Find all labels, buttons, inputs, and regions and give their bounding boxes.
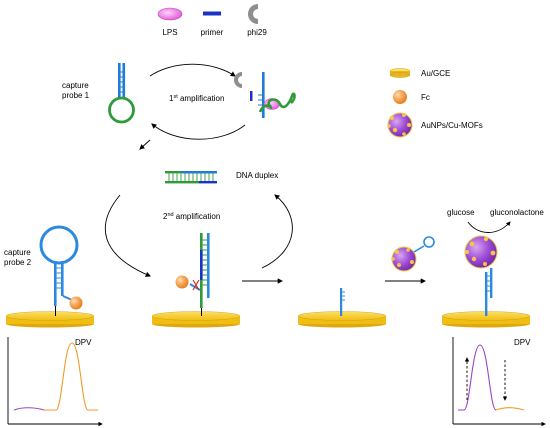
legend-phi29-label: phi29 bbox=[247, 28, 267, 37]
phi29-on-primer-icon bbox=[234, 72, 242, 88]
second-amp-arrow-left bbox=[105, 194, 151, 277]
ferrocene-released bbox=[175, 275, 189, 289]
dpv-right-label: DPV bbox=[514, 338, 531, 347]
gluconolactone-label: gluconolactone bbox=[490, 208, 544, 217]
dpv-left-label: DPV bbox=[75, 338, 92, 347]
legend-primer-label: primer bbox=[201, 28, 224, 37]
right-legend: Au/GCE Fc AuNPs/Cu-MOFs bbox=[387, 68, 483, 138]
dna-duplex-label: DNA duplex bbox=[236, 171, 278, 180]
ferrocene-on-probe-2 bbox=[69, 296, 83, 310]
amplification-complex bbox=[234, 72, 296, 118]
legend-electrode-label: Au/GCE bbox=[421, 69, 450, 78]
phi29-icon bbox=[248, 4, 258, 24]
legend-lps-label: LPS bbox=[162, 28, 177, 37]
oxidation-arrow bbox=[467, 221, 511, 233]
dpv-right-orange-trace bbox=[495, 407, 525, 411]
dpv-plot-right: DPV bbox=[452, 337, 546, 427]
dpv-left-orange-trace bbox=[44, 342, 98, 411]
top-legend: LPS primer phi29 bbox=[157, 4, 267, 37]
cycle-arrow-top bbox=[149, 63, 236, 77]
legend-mof-label: AuNPs/Cu-MOFs bbox=[421, 121, 483, 130]
glucose-label: glucose bbox=[447, 208, 475, 217]
primer-icon bbox=[203, 11, 221, 16]
electrode-2 bbox=[151, 311, 241, 328]
capture-probe-1 bbox=[108, 63, 135, 124]
capture-probe-1-label-line1: capture bbox=[62, 81, 89, 90]
dpv-plot-left: DPV bbox=[7, 337, 103, 427]
cleavage-x-icon bbox=[192, 279, 200, 291]
hybridized-duplex-on-electrode-2 bbox=[175, 233, 210, 316]
arrow-to-duplex bbox=[139, 139, 151, 150]
legend-fc-label: Fc bbox=[421, 93, 430, 102]
second-amp-arrow-right bbox=[261, 194, 293, 269]
second-amplification-label: 2nd amplification bbox=[163, 212, 220, 221]
mof-bound-probe bbox=[464, 235, 498, 316]
cycle-arrow-bottom bbox=[151, 123, 246, 140]
dna-duplex bbox=[165, 171, 217, 184]
lps-icon bbox=[157, 7, 183, 21]
first-amplification-cycle: capture probe 1 1st amplification bbox=[62, 63, 296, 140]
mof-icon bbox=[387, 112, 413, 138]
cleaved-stub bbox=[340, 288, 345, 316]
mof-probe-conjugate bbox=[391, 236, 435, 272]
capture-probe-1-label-line2: probe 1 bbox=[62, 91, 90, 100]
electrode-1 bbox=[5, 311, 95, 328]
first-amplification-label: 1st amplification bbox=[169, 94, 224, 103]
dpv-left-purple-trace bbox=[13, 407, 45, 411]
dpv-right-purple-trace bbox=[458, 344, 497, 411]
ferrocene-icon bbox=[393, 90, 407, 104]
capture-probe-2-label-line1: capture bbox=[4, 248, 31, 257]
capture-probe-2 bbox=[39, 225, 83, 316]
capture-probe-2-label-line2: probe 2 bbox=[4, 258, 32, 267]
